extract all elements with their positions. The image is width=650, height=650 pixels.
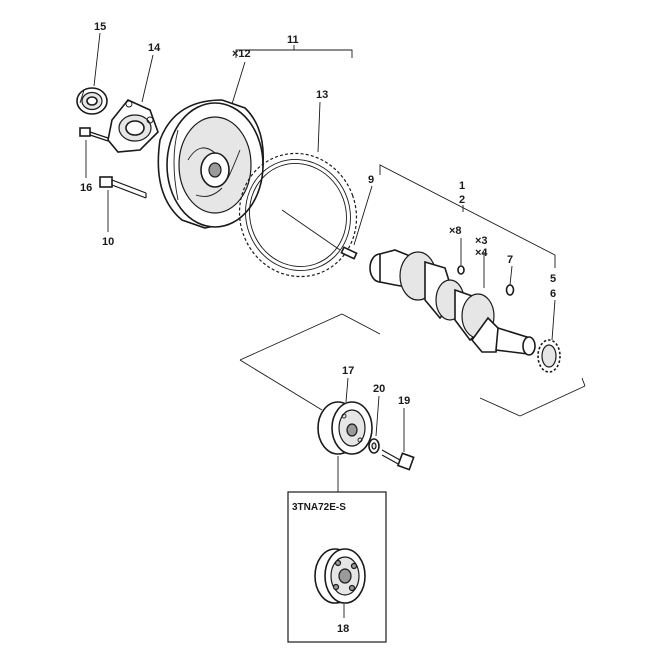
- bracket-line-11: [235, 45, 353, 58]
- variant-box: [287, 491, 387, 643]
- ring-gear-part-13[interactable]: [222, 137, 373, 293]
- bolt-part-10[interactable]: [99, 176, 147, 199]
- small-part-7[interactable]: [505, 284, 515, 296]
- leader-line-17: [345, 377, 349, 403]
- crank-gear-part-6[interactable]: [537, 339, 561, 373]
- label-16: 16: [80, 182, 92, 194]
- label-1: 1: [459, 180, 465, 192]
- perspective-guide-lines: [239, 313, 586, 417]
- oil-seal-part-15[interactable]: [76, 87, 108, 115]
- bracket-line-crankshaft-group: [379, 164, 556, 268]
- label-13: 13: [316, 89, 328, 101]
- label-19: 19: [398, 395, 410, 407]
- label-6: 6: [550, 288, 556, 300]
- label-11: 11: [287, 34, 299, 46]
- label-10: 10: [102, 236, 114, 248]
- crankshaft-part-1[interactable]: [369, 249, 536, 356]
- label-9: 9: [368, 174, 374, 186]
- center-axis-line: [281, 209, 341, 251]
- leader-line-9: [353, 185, 373, 246]
- small-part-8[interactable]: [457, 265, 465, 275]
- label-15: 15: [94, 21, 106, 33]
- label-18: 18: [337, 623, 349, 635]
- leader-line-20: [375, 395, 380, 437]
- label-8: ×8: [449, 225, 462, 237]
- leader-line-14: [141, 54, 154, 103]
- leader-lines-crankshaft: [460, 238, 556, 341]
- label-12: ×12: [232, 48, 251, 60]
- flywheel-part-12[interactable]: [157, 99, 265, 229]
- label-5: 5: [550, 273, 556, 285]
- housing-part-14[interactable]: [107, 99, 159, 153]
- leader-line-13: [317, 101, 321, 153]
- label-4: ×4: [475, 247, 488, 259]
- pin-part-9[interactable]: [340, 246, 358, 260]
- leader-line-12: [231, 61, 246, 105]
- bolt-part-16[interactable]: [79, 127, 109, 142]
- leader-line-15: [93, 32, 101, 87]
- label-20: 20: [373, 383, 385, 395]
- pulley-part-17[interactable]: [317, 401, 373, 455]
- label-14: 14: [148, 42, 161, 54]
- washer-part-20[interactable]: [368, 438, 380, 454]
- label-7: 7: [507, 254, 513, 266]
- label-17: 17: [342, 365, 354, 377]
- label-3: ×3: [475, 235, 488, 247]
- bolt-part-19[interactable]: [381, 449, 415, 471]
- variant-box-label: 3TNA72E-S: [292, 502, 346, 513]
- label-2: 2: [459, 194, 465, 206]
- pulley-variant-part-18[interactable]: [314, 548, 366, 604]
